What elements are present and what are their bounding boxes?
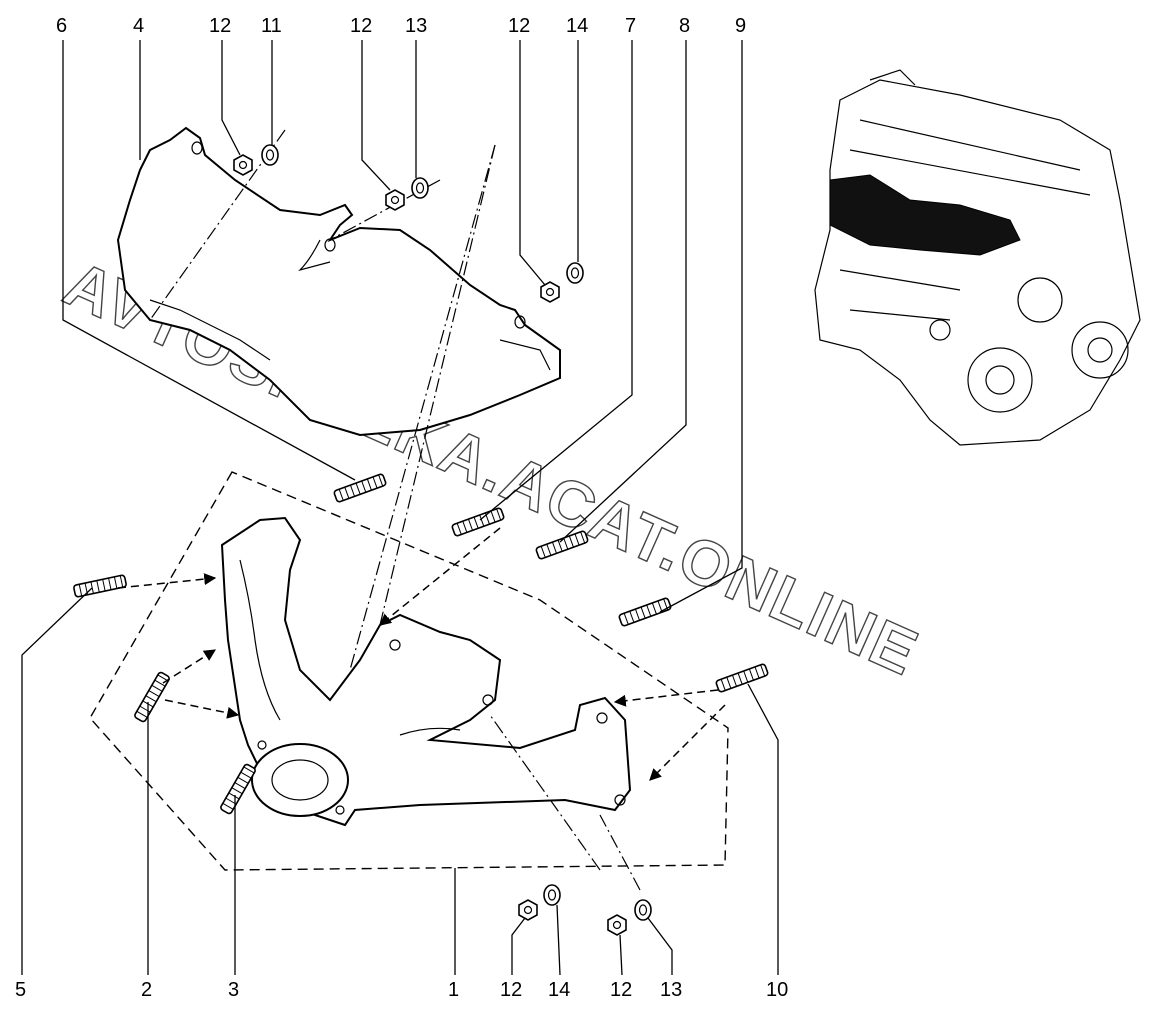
callout-13: 13 <box>660 979 682 1001</box>
exhaust-manifold-icon <box>89 471 729 871</box>
callout-6: 6 <box>56 15 67 37</box>
callout-8: 8 <box>679 15 690 37</box>
callout-10: 10 <box>766 979 788 1001</box>
assembly-arrow <box>162 649 217 684</box>
callout-14: 14 <box>548 979 570 1001</box>
callout-9: 9 <box>735 15 746 37</box>
callout-12: 12 <box>610 979 632 1001</box>
alignment-line <box>329 179 441 241</box>
callout-5: 5 <box>15 979 26 1001</box>
alignment-line <box>349 144 496 671</box>
callout-7: 7 <box>625 15 636 37</box>
callout-14: 14 <box>566 15 588 37</box>
callout-numbers: 6 4 12 11 12 13 12 14 7 8 9 5 2 3 1 12 1… <box>15 15 788 1001</box>
callout-12: 12 <box>500 979 522 1001</box>
assembly-arrow <box>164 699 240 719</box>
callout-11: 11 <box>261 15 282 37</box>
engine-thumbnail-icon <box>814 69 1141 446</box>
callout-12: 12 <box>508 15 530 37</box>
callout-12: 12 <box>209 15 231 37</box>
alignment-line <box>379 144 496 626</box>
callout-12: 12 <box>350 15 372 37</box>
heat-shield-icon <box>116 126 561 437</box>
callout-4: 4 <box>133 15 144 37</box>
alignment-line <box>599 814 641 891</box>
alignment-line <box>489 714 601 871</box>
assembly-arrow <box>613 689 719 707</box>
callout-13: 13 <box>405 15 427 37</box>
callout-3: 3 <box>228 979 239 1001</box>
leader-lines <box>21 40 779 976</box>
callout-2: 2 <box>141 979 152 1001</box>
callout-1: 1 <box>448 979 459 1001</box>
assembly-arrow <box>649 704 726 781</box>
alignment-line <box>149 129 286 321</box>
assembly-arrow <box>117 573 217 589</box>
